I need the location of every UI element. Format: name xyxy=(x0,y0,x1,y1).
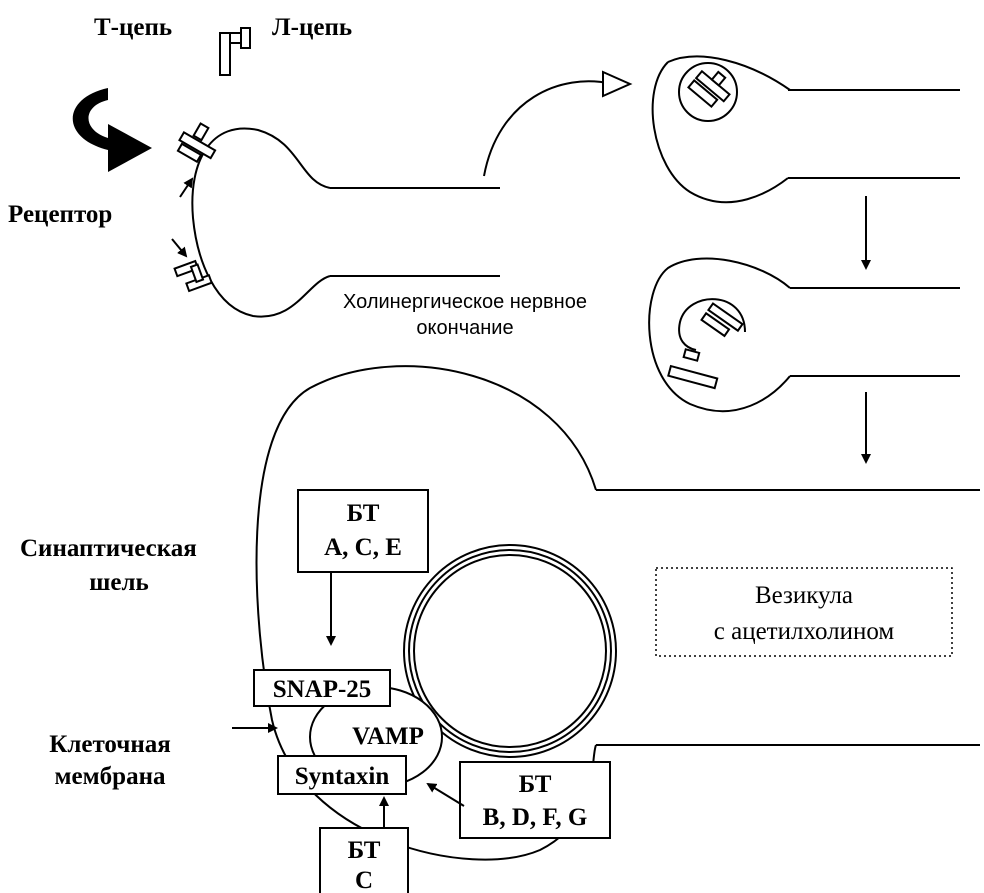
acetylcholine-vesicle xyxy=(403,544,617,758)
released-light-chain-icon xyxy=(700,302,744,338)
bt-c-types: C xyxy=(355,867,373,893)
internalization-arrow xyxy=(483,80,613,177)
stage2-terminal-outline xyxy=(648,257,791,413)
stage1-terminal-top xyxy=(667,55,791,91)
vesicle-fragment xyxy=(678,298,746,351)
t-chain-label: Т-цепь xyxy=(94,14,172,41)
cholinergic-terminal-label-line1: Холинергическое нервное xyxy=(343,291,587,313)
l-chain-label: Л-цепь xyxy=(272,14,352,41)
vesicle-caption-line2: с ацетилхолином xyxy=(714,618,895,645)
vesicle-caption-line1: Везикула xyxy=(755,582,853,609)
receptor-arrow-upper-icon xyxy=(179,177,194,198)
receptor-arrow-lower-icon xyxy=(171,238,188,258)
synaptic-cleft-label-line2: шель xyxy=(89,569,148,596)
endocytosed-toxin-icon xyxy=(687,69,731,109)
cell-membrane-label-line1: Клеточная xyxy=(49,731,171,758)
snap25-label: SNAP-25 xyxy=(273,676,372,703)
syntaxin-box xyxy=(277,755,407,795)
bt-bdfg-arrow-icon xyxy=(426,782,465,807)
bt-c-box xyxy=(319,827,409,893)
binding-curved-arrow-icon xyxy=(72,88,152,172)
cholinergic-terminal-label-line2: окончание xyxy=(416,317,513,339)
bt-c-title: БТ xyxy=(348,837,381,864)
bt-bdfg-box xyxy=(459,761,611,839)
endosome-circle xyxy=(678,62,738,122)
snap25-box xyxy=(253,669,391,707)
cell-membrane-label-line2: мембрана xyxy=(55,763,166,790)
bt-ace-box xyxy=(297,489,429,573)
internalization-arrowhead-icon xyxy=(602,70,633,98)
bound-toxin-upper-icon xyxy=(176,122,217,164)
released-heavy-chain-icon xyxy=(667,348,719,390)
nerve-terminal-outline xyxy=(191,127,331,318)
vesicle-caption-box xyxy=(655,567,953,657)
synaptic-cleft-label-line1: Синаптическая xyxy=(20,535,197,562)
bound-toxin-lower-icon xyxy=(173,259,213,293)
toxin-molecule-icon xyxy=(219,27,251,76)
syntaxin-label: Syntaxin xyxy=(295,763,390,790)
bt-ace-types: A, C, E xyxy=(324,534,402,561)
receptor-label: Рецептор xyxy=(8,201,112,228)
bt-bdfg-types: B, D, F, G xyxy=(483,804,588,831)
bt-bdfg-title: БТ xyxy=(519,771,552,798)
bt-ace-title: БТ xyxy=(347,500,380,527)
vamp-label: VAMP xyxy=(352,723,424,750)
stage1-terminal-outline xyxy=(651,61,789,204)
